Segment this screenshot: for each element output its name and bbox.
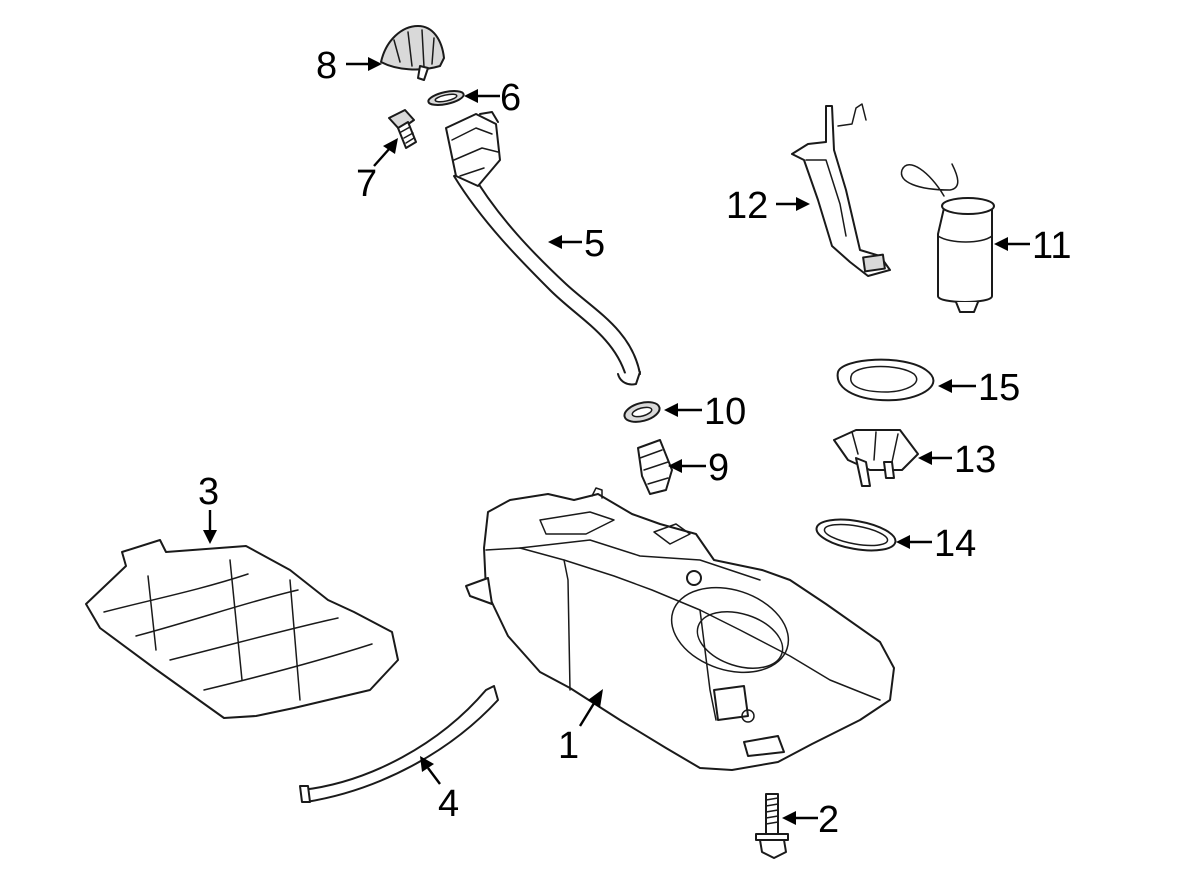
callout-7-arrow [383, 138, 398, 154]
callout-15-label: 15 [978, 367, 1020, 409]
callout-13-label: 13 [954, 439, 996, 481]
callout-7: 7 [356, 138, 398, 205]
callout-2-arrow [782, 811, 796, 825]
callout-5-arrow [548, 235, 562, 249]
callout-1-label: 1 [558, 725, 579, 767]
tank-strap [299, 685, 499, 803]
filler-screw [388, 109, 417, 149]
callout-11-arrow [994, 237, 1008, 251]
tank-gasket [815, 518, 897, 552]
callout-8: 8 [316, 45, 382, 87]
fuel-pump [900, 163, 995, 313]
hose-clamp [623, 401, 661, 423]
callout-2: 2 [782, 799, 839, 841]
callout-3: 3 [198, 471, 219, 544]
heat-shield [85, 539, 399, 719]
fuel-cap [380, 25, 445, 81]
callout-11: 11 [994, 225, 1071, 267]
filler-o-ring [427, 90, 465, 106]
callout-14-arrow [896, 535, 910, 549]
callout-4: 4 [420, 756, 459, 825]
fuel-tank [465, 487, 895, 771]
callout-14: 14 [896, 523, 976, 565]
fuel-level-sender [791, 103, 891, 277]
callout-12: 12 [726, 185, 810, 227]
callout-8-arrow [368, 57, 382, 71]
callout-8-label: 8 [316, 45, 337, 87]
callout-6-arrow [464, 89, 478, 103]
callout-7-label: 7 [356, 163, 377, 205]
callout-1-arrow [588, 689, 603, 708]
callout-12-label: 12 [726, 185, 768, 227]
callout-10-arrow [664, 403, 678, 417]
callout-4-arrow [420, 756, 434, 772]
callout-6: 6 [464, 77, 521, 119]
callout-15: 15 [938, 367, 1020, 409]
hose-connector [637, 439, 673, 495]
callout-4-label: 4 [438, 783, 459, 825]
callout-12-arrow [796, 197, 810, 211]
callout-9-label: 9 [708, 447, 729, 489]
callout-5: 5 [548, 223, 605, 265]
callout-9-arrow [668, 459, 682, 473]
callout-9: 9 [668, 447, 729, 489]
pump-carrier [833, 429, 919, 487]
lock-ring [836, 358, 935, 402]
tank-bolt [755, 793, 789, 859]
callout-6-label: 6 [500, 77, 521, 119]
callout-3-arrow [203, 530, 217, 544]
callout-15-arrow [938, 379, 952, 393]
callout-10: 10 [664, 391, 746, 433]
callout-13: 13 [918, 439, 996, 481]
callout-13-arrow [918, 451, 932, 465]
filler-neck [445, 111, 641, 386]
callout-14-label: 14 [934, 523, 976, 565]
callout-11-label: 11 [1032, 225, 1071, 267]
callout-5-label: 5 [584, 223, 605, 265]
callout-10-label: 10 [704, 391, 746, 433]
callout-1: 1 [558, 689, 603, 767]
callout-2-label: 2 [818, 799, 839, 841]
callout-3-label: 3 [198, 471, 219, 513]
